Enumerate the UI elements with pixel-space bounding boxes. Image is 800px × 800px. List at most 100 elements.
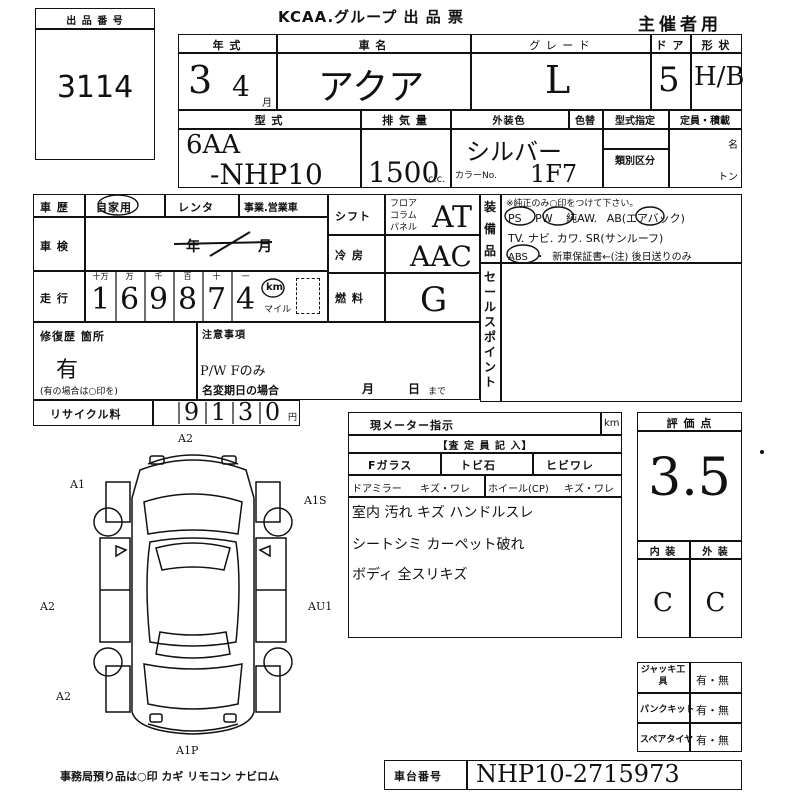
year-unit: 月 [262, 98, 272, 109]
recycle-divider [259, 402, 261, 424]
shift-option-column: コラム [390, 211, 417, 221]
inspector-header: 【査 定 員 記 入】 [437, 441, 533, 452]
doors-label: ド ア [655, 39, 685, 52]
equipment-label-3: 品 [484, 244, 497, 258]
diagram-mark-front: A2 [178, 432, 193, 445]
sales-point-char: ト [484, 375, 497, 389]
office-note: 事務局預り品は○印 カギ リモコン ナビロム [60, 770, 280, 783]
interior-value: C [653, 588, 673, 618]
score-label: 評 価 点 [666, 417, 713, 430]
mileage-col-label: 一 [241, 272, 250, 281]
mileage-km-circle [261, 278, 285, 298]
meter-label: 現メーター指示 [370, 419, 454, 432]
lot-number-box [35, 8, 155, 160]
interior-label: 内 装 [649, 547, 677, 558]
inspector-remark-2: シートシミ カーペット破れ [352, 537, 525, 553]
equipment-label-2: 備 [484, 222, 497, 236]
repair-box [33, 322, 480, 400]
repair-value: 有 [56, 358, 79, 383]
mileage-col-label: 千 [154, 272, 163, 281]
capacity-label: 定員・積載 [680, 116, 730, 127]
displacement-value: 1500 [368, 156, 440, 189]
car-name-value: アクア [318, 67, 425, 108]
notes-value: P/W Fのみ [200, 364, 266, 379]
mileage-digit: 7 [206, 282, 227, 317]
row1-box [178, 34, 742, 110]
mileage-col-label: 百 [183, 272, 192, 281]
recycle-digit: 1 [210, 398, 227, 426]
doors-value: 5 [658, 60, 680, 100]
inspector-remark-3: ボディ 全スリキズ [352, 567, 468, 583]
mileage-digit: 1 [90, 282, 111, 317]
meter-unit: km [604, 418, 620, 429]
header-role: 主催者用 [638, 15, 722, 35]
shift-table [328, 194, 480, 322]
sales-point-char: ン [484, 360, 497, 374]
diagram-mark-rear: A1P [176, 744, 199, 757]
model-value-1: 6AA [186, 130, 241, 160]
history-own: 自家用 [96, 201, 132, 214]
tools-jack-value: 有・無 [696, 674, 729, 687]
ac-label: 冷 房 [335, 249, 364, 262]
mileage-col-label: 万 [125, 272, 134, 281]
notes-label: 注意事項 [202, 330, 246, 341]
chassis-label: 車台番号 [394, 770, 442, 783]
cc-unit: c.c. [428, 174, 446, 185]
mileage-km: km [266, 282, 284, 293]
shift-option-panel: パネル [390, 223, 418, 233]
inspection-label: 車 検 [40, 240, 69, 253]
score-value: 3.5 [648, 448, 731, 508]
car-diagram [93, 454, 293, 735]
recycle-divider [178, 402, 180, 424]
model-value-2: -NHP10 [210, 158, 323, 191]
inspector-wheel: ホイール(CP) [488, 484, 549, 495]
diagram-mark-front-right: A1S [304, 494, 327, 507]
equipment-circles-1 [504, 206, 665, 226]
equipment-line1: PS PW 純AW. AB(エアバック) [508, 210, 685, 226]
lot-divider [35, 28, 155, 30]
ton-unit: トン [718, 172, 738, 183]
person-unit: 名 [728, 140, 738, 151]
inspector-chip: トビ石 [460, 459, 496, 472]
equipment-line2: TV. ナビ. カワ. SR(サンルーフ) [508, 232, 664, 245]
inspector-crack: ヒビワレ [546, 459, 594, 472]
equip-ab-note: (エアバック) [621, 212, 685, 225]
recycle-digit: 9 [183, 398, 200, 426]
inspector-mirror-val: キズ・ワレ [420, 484, 470, 495]
displacement-label: 排 気 量 [382, 114, 428, 127]
equipment-note: ※純正のみ○印をつけて下さい。 [506, 199, 639, 209]
history-table [33, 194, 328, 322]
equipment-line3: ABS ・ 新車保証書←(注) 後日送りのみ [508, 248, 692, 263]
mileage-col-divider [173, 270, 175, 322]
repair-note: (有の場合は○印を) [40, 387, 118, 397]
tools-spare-label: スペアタイヤ [640, 735, 694, 745]
mileage-digit: 6 [119, 282, 140, 317]
lot-number-value: 3114 [56, 70, 134, 105]
car-name-label: 車 名 [358, 39, 388, 52]
sales-point-char: ス [484, 315, 497, 329]
inspector-remark-1: 室内 汚れ キズ ハンドルスレ [352, 505, 534, 521]
tools-spare-value: 有・無 [696, 734, 729, 747]
sales-point-char: セ [484, 270, 497, 284]
diagram-mark-left: A2 [40, 600, 55, 613]
sales-point-char: イ [484, 345, 497, 359]
mileage-col-label: 十万 [92, 272, 109, 281]
inspector-fglass: Fガラス [368, 459, 413, 472]
grade-label: グ レ ー ド [529, 39, 591, 52]
fuel-label: 燃 料 [335, 292, 364, 305]
mileage-col-divider [202, 270, 204, 322]
inspector-mirror: ドアミラー [352, 484, 402, 495]
history-business: 事業.営業車 [244, 203, 298, 214]
chassis-box [384, 760, 742, 790]
tools-puncture-value: 有・無 [696, 704, 729, 717]
lot-number-label: 出 品 番 号 [66, 16, 124, 27]
mileage-digit: 9 [148, 282, 169, 317]
recycle-divider [232, 402, 234, 424]
year-sub-value: 4 [232, 70, 250, 103]
recycle-label: リサイクル料 [50, 408, 122, 421]
mileage-mile: マイル [264, 305, 292, 315]
notes-month: 月 [362, 382, 375, 396]
shape-value: H/B [694, 62, 745, 92]
mileage-digit: 4 [235, 282, 256, 317]
recycle-digit: 0 [264, 398, 281, 426]
